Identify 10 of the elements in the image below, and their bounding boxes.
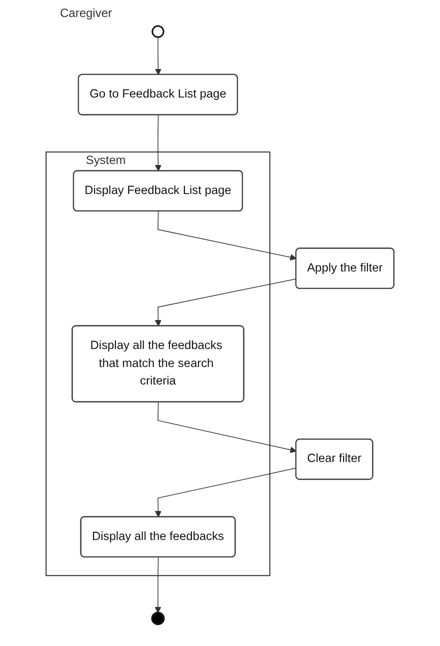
arrow [158,210,297,261]
arrow [154,556,162,614]
arrow [154,36,162,76]
lane-label: Caregiver [60,6,114,20]
arrow [154,114,162,172]
node-circle [152,25,164,38]
arrow [158,402,297,454]
arrow [154,278,297,326]
node-circle [151,612,165,626]
arrow [154,468,297,518]
